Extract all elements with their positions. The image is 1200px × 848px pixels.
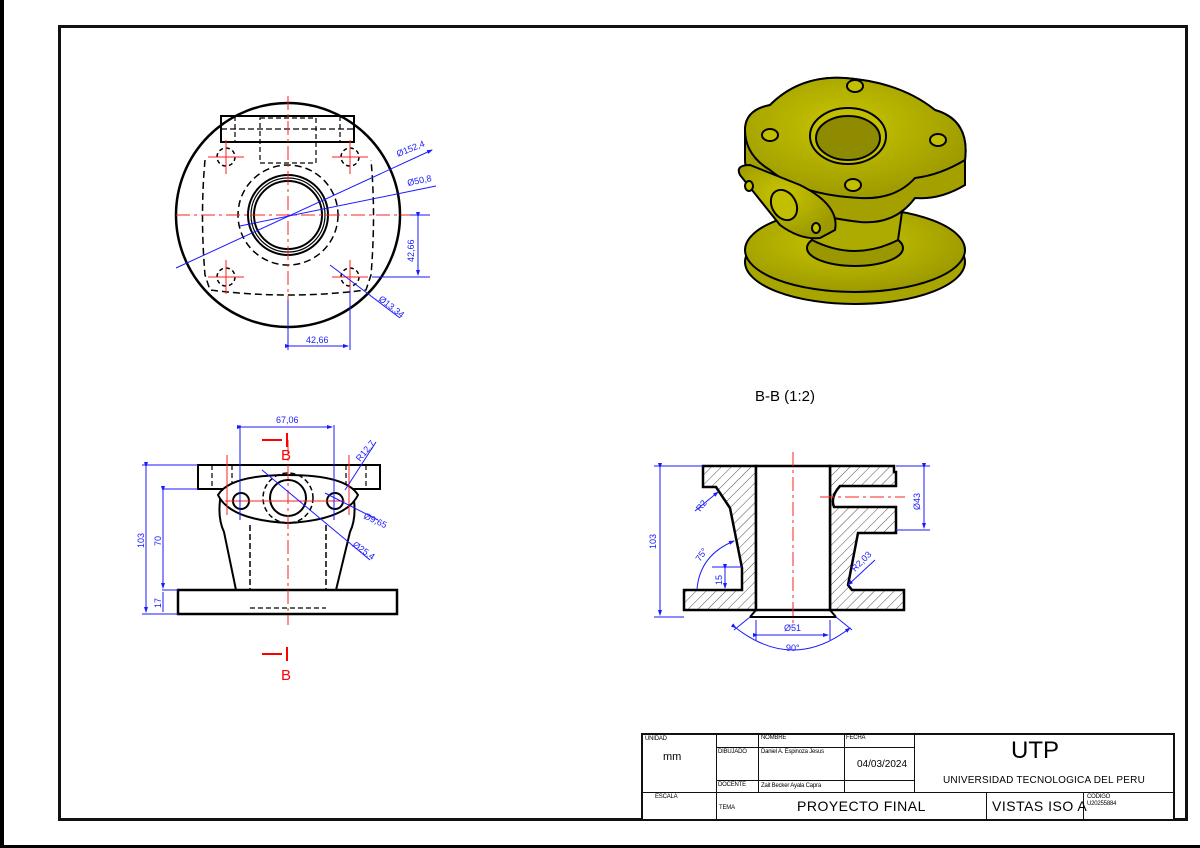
dim-103-section: 103 [648,534,658,549]
institution-cell: UTP UNIVERSIDAD TECNOLOGICA DEL PERU [915,735,1175,793]
dim-6706: 67,06 [276,415,299,425]
codigo-label: CODIGO [1087,794,1111,800]
blank-cell [845,781,915,793]
dim-17: 17 [153,598,163,608]
isometric-view [737,76,967,305]
unidad-label: UNIDAD [645,736,667,742]
unidad-cell: UNIDAD mm [643,735,717,793]
escala-cell: ESCALA [643,793,717,821]
fecha-value-cell: 04/03/2024 [845,748,915,781]
dim-d965: Ø9,65 [362,511,388,530]
dim-r127: R12,7 [354,438,377,463]
dibujado-label-cell: DIBUJADO [717,748,759,781]
sheet-title: VISTAS ISO A [992,798,1088,814]
docente-name-cell: Zait Becker Ayala Capra [759,781,845,793]
codigo-value: U20255884 [1087,801,1117,807]
dim-90deg: 90° [786,643,800,653]
drawing-frame [58,25,1188,821]
dibujado-name: Daniel A. Espinoza Jesus [761,749,824,755]
dim-r2: R2 [694,498,709,513]
dim-d152: Ø152,4 [395,139,426,159]
fecha-label-cell: FECHA [845,735,915,748]
tema-label: TEMA [719,805,735,811]
dim-d254: Ø25,4 [351,539,377,561]
dibujado-name-cell: Daniel A. Espinoza Jesus [759,748,845,781]
dim-70: 70 [153,536,163,546]
nombre-label-cell: NOMBRE [759,735,845,748]
top-view: Ø152,4 Ø50,8 42,66 Ø13,34 42,66 [174,96,437,350]
institution-full: UNIVERSIDAD TECNOLOGICA DEL PERU [943,775,1146,786]
blank-cell [717,735,759,748]
title-block: UNIDAD mm ESCALA DIBUJADO DOCENTE NOMBRE… [641,733,1175,821]
nombre-label: NOMBRE [761,735,787,741]
dim-d1334: Ø13,34 [377,294,406,320]
section-marker-bottom: B [281,667,291,684]
fecha-label: FECHA [846,735,866,741]
section-view-title: B-B (1:2) [755,388,816,405]
tema-value: PROYECTO FINAL [797,798,926,814]
left-window-edge [0,0,4,848]
sheet-title-cell: VISTAS ISO A [987,793,1088,821]
dibujado-label: DIBUJADO [718,749,747,755]
dim-103: 103 [136,533,146,548]
docente-name: Zait Becker Ayala Capra [761,783,821,789]
dim-4266-v: 42,66 [406,239,416,262]
fecha-value: 04/03/2024 [857,759,908,770]
dim-d43: Ø43 [912,493,922,510]
bottom-window-edge [0,845,1200,848]
dim-d51: Ø51 [784,623,801,633]
dim-15: 15 [714,575,724,585]
front-view: B B 67,06 R12,7 Ø9,65 Ø25,4 103 70 17 [136,415,399,684]
section-marker-top: B [281,447,291,464]
docente-label: DOCENTE [718,782,746,788]
codigo-cell: CODIGO U20255884 [1084,793,1175,821]
unidad-value: mm [663,751,682,763]
section-view: 103 R2 75° 15 Ø43 R2,03 Ø51 90° [648,452,930,653]
tema-cell: TEMA PROYECTO FINAL [717,793,987,821]
dim-d50: Ø50,8 [406,173,432,188]
institution-short: UTP [1011,737,1059,764]
escala-label: ESCALA [655,794,678,800]
dim-4266-h: 42,66 [306,335,329,345]
docente-label-cell: DOCENTE [717,781,759,793]
